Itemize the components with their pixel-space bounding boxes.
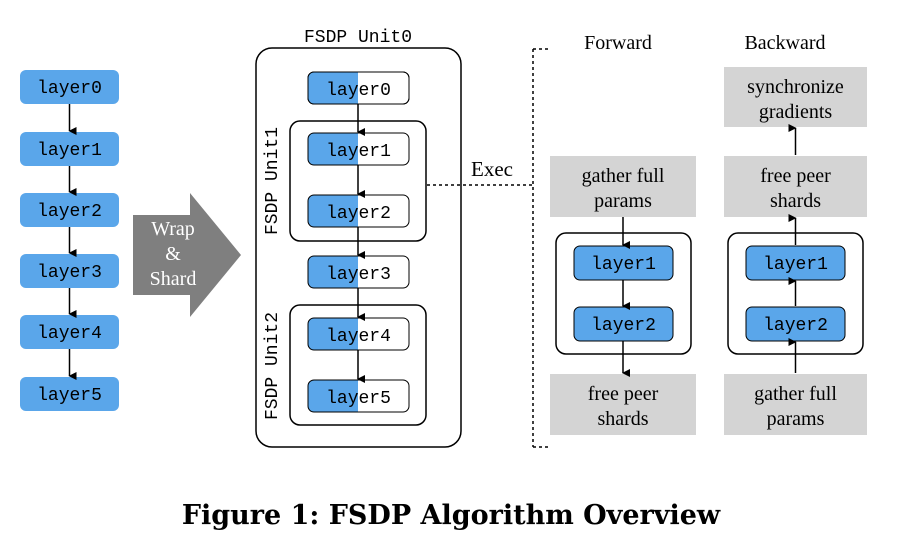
sharded-layer-box: layer2 <box>307 194 410 228</box>
figure-caption: Figure 1: FSDP Algorithm Overview <box>181 500 721 531</box>
model-layer-label: layer1 <box>37 141 102 161</box>
model-layer-box: layer2 <box>20 193 119 227</box>
sharded-layer-box: layer3 <box>307 255 410 289</box>
big-arrow-shape <box>133 193 241 317</box>
step-text-line: synchronize <box>747 76 844 98</box>
model-layer-label: layer4 <box>37 324 102 344</box>
sharded-layer-label: layer3 <box>326 265 391 285</box>
shard-label: Shard <box>150 268 197 290</box>
exec-label: Exec <box>471 157 513 181</box>
fsdp-unit0-label: FSDP Unit0 <box>304 28 412 48</box>
model-layer-box: layer0 <box>20 70 119 104</box>
backward-free-step: free peer shards <box>724 156 867 217</box>
forward-layer-box: layer1 <box>573 245 674 281</box>
step-text-line: free peer <box>588 383 659 405</box>
forward-layer-box: layer2 <box>573 306 674 342</box>
step-text-line: shards <box>770 190 821 212</box>
model-layer-box: layer1 <box>20 132 119 166</box>
sharded-layer-label: layer5 <box>326 389 391 409</box>
step-text-line: free peer <box>760 165 831 187</box>
step-text-line: gather full <box>754 383 837 405</box>
backward-gather-step: gather full params <box>724 374 867 435</box>
wrap-shard-arrow: Wrap & Shard <box>133 193 241 317</box>
backward-column: Backward synchronize gradients free peer… <box>724 32 867 435</box>
step-text-line: params <box>594 190 652 212</box>
step-text-line: params <box>767 408 825 430</box>
fsdp-unit0: FSDP Unit0 layer0 FSDP Unit1 layer1 <box>255 28 462 448</box>
fsdp-unit2-label: FSDP Unit2 <box>263 312 283 420</box>
fsdp-unit0-frame <box>255 47 462 448</box>
layer-label: layer2 <box>591 316 656 336</box>
fsdp-unit2: FSDP Unit2 layer4 layer5 <box>263 304 427 426</box>
layer-label: layer1 <box>763 255 828 275</box>
exec-connector: Exec <box>427 48 548 448</box>
model-layer-box: layer5 <box>20 377 119 411</box>
forward-column: Forward gather full params layer1 layer2… <box>550 32 696 435</box>
sharded-layer-label: layer1 <box>326 142 391 162</box>
sharded-layer-box: layer1 <box>307 132 410 166</box>
model-layer-label: layer0 <box>37 79 102 99</box>
layer-label: layer2 <box>763 316 828 336</box>
backward-layer-box: layer1 <box>745 245 846 281</box>
backward-sync-step: synchronize gradients <box>724 67 867 127</box>
layer-label: layer1 <box>591 255 656 275</box>
step-text-line: shards <box>597 408 648 430</box>
sharded-layer-box: layer4 <box>307 317 410 351</box>
model-layers-column: layer0 layer1 layer2 layer3 layer4 layer… <box>20 70 119 411</box>
sharded-layer-label: layer0 <box>326 81 391 101</box>
step-text-line: gradients <box>759 101 833 123</box>
ampersand-label: & <box>165 243 181 265</box>
backward-layer-box: layer2 <box>745 306 846 342</box>
sharded-layer-label: layer4 <box>326 327 391 347</box>
fsdp-unit1: FSDP Unit1 layer1 layer2 <box>263 120 427 242</box>
wrap-label: Wrap <box>151 218 195 240</box>
forward-free-step: free peer shards <box>550 374 696 435</box>
model-layer-label: layer2 <box>37 202 102 222</box>
model-layer-box: layer3 <box>20 254 119 288</box>
model-layer-label: layer3 <box>37 263 102 283</box>
fsdp-diagram: layer0 layer1 layer2 layer3 layer4 layer… <box>20 28 867 448</box>
model-layer-label: layer5 <box>37 386 102 406</box>
backward-title: Backward <box>744 32 825 54</box>
forward-title: Forward <box>584 32 652 54</box>
sharded-layer-box: layer0 <box>307 71 410 105</box>
step-text-line: gather full <box>582 165 665 187</box>
forward-gather-step: gather full params <box>550 156 696 217</box>
sharded-layer-box: layer5 <box>307 379 410 413</box>
fsdp-unit1-label: FSDP Unit1 <box>263 127 283 235</box>
model-layer-box: layer4 <box>20 315 119 349</box>
sharded-layer-label: layer2 <box>326 204 391 224</box>
